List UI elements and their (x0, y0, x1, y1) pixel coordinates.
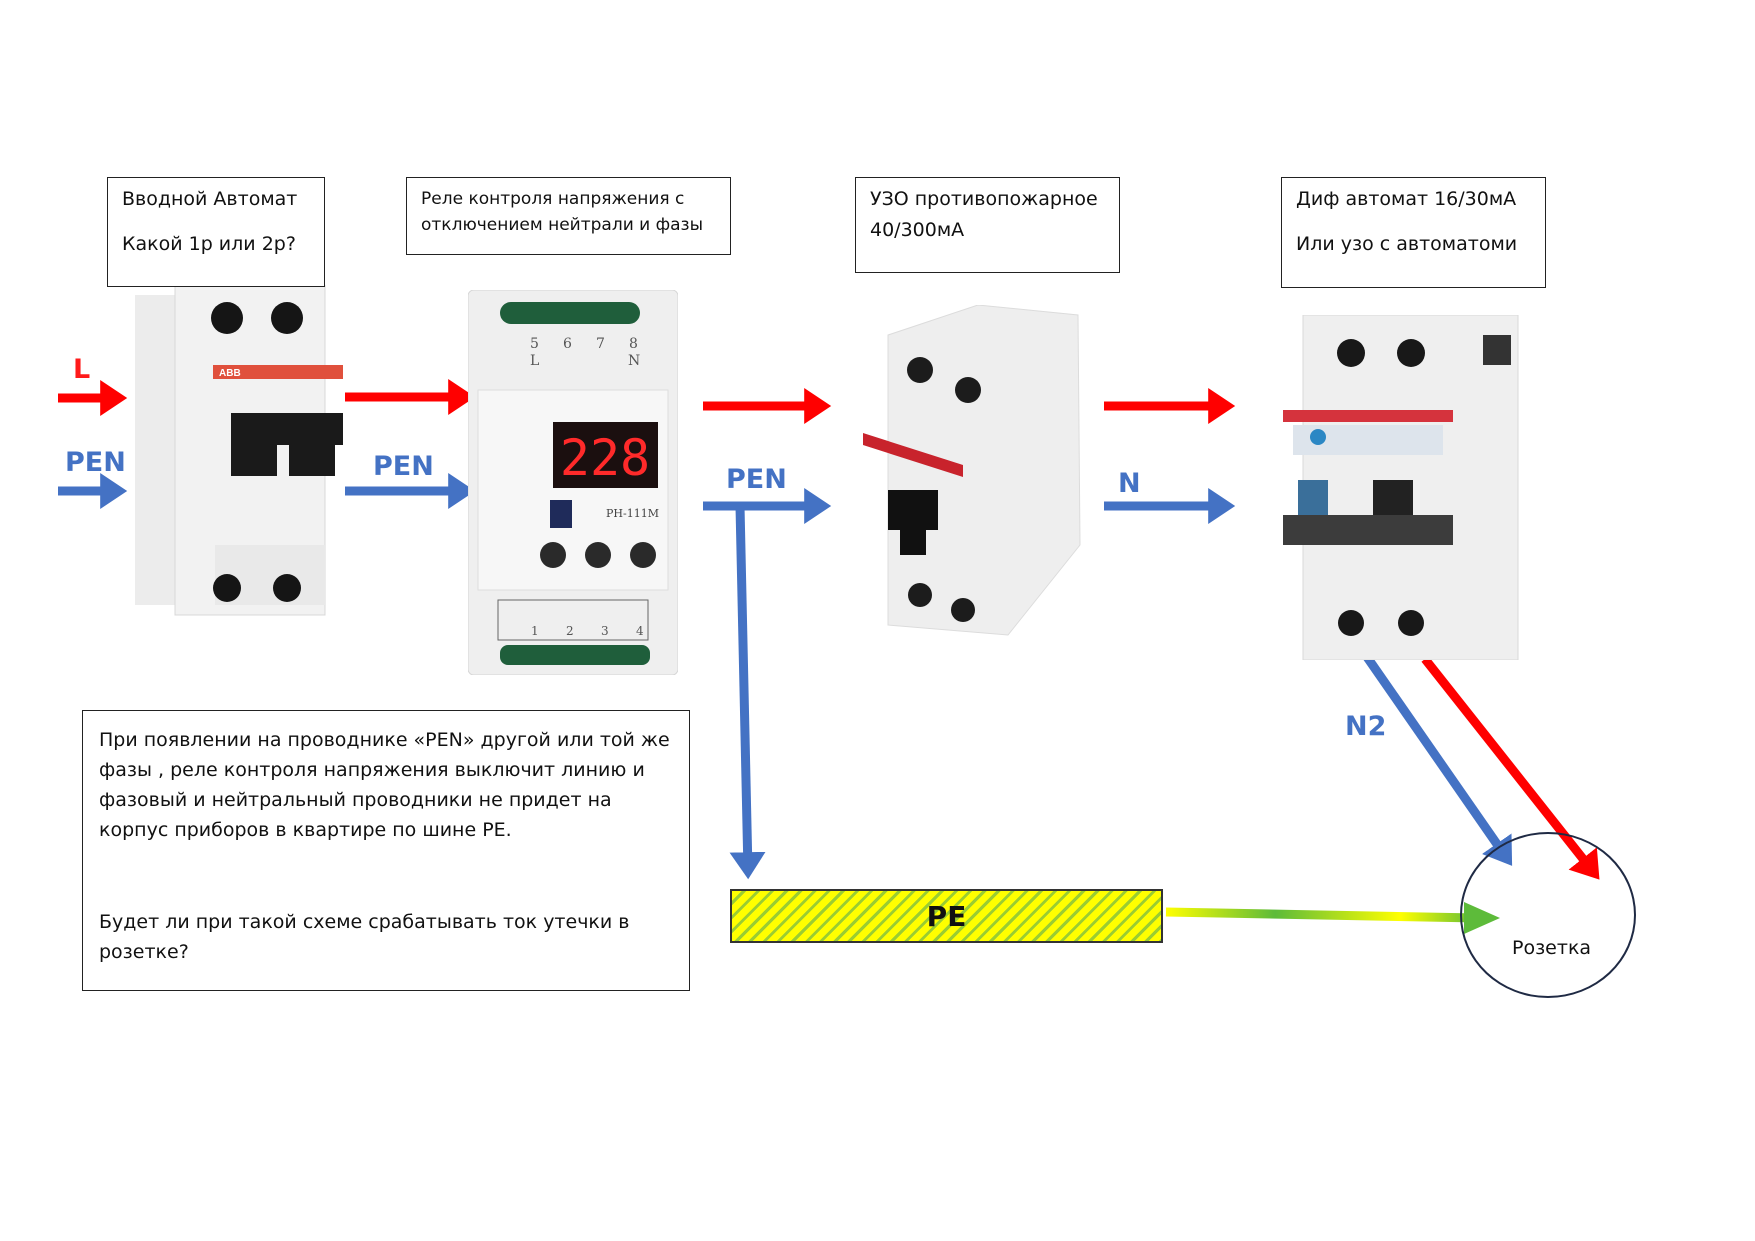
input-breaker-device: ABB (135, 284, 345, 625)
pe-bus-bar: PE (730, 889, 1163, 943)
rcd-illustration (863, 304, 1081, 636)
wire-n2-to-socket (1363, 654, 1513, 866)
voltage-relay-device: 5 6 7 8 L N 228 РН-111М 1 2 3 4 (467, 289, 679, 676)
explanation-note-box: При появлении на проводнике «PEN» другой… (82, 710, 690, 991)
wire-pe-to-socket (1165, 907, 1479, 923)
relay-knob-1[interactable] (540, 542, 566, 568)
rcd-fire-rating: 40/300мА (870, 219, 965, 241)
relay-terminal-6: 6 (563, 336, 572, 352)
rcd-fire-device (858, 304, 1088, 640)
relay-illustration: 5 6 7 8 L N 228 РН-111М 1 2 3 4 (467, 289, 679, 676)
voltage-relay-title-line1: Реле контроля напряжения с (421, 189, 685, 209)
rcd-fire-title: УЗО противопожарное (870, 188, 1098, 210)
relay-terminal-l: L (530, 353, 539, 369)
label-pen-input: PEN (65, 447, 126, 478)
relay-terminal-5: 5 (530, 336, 539, 352)
relay-model-label: РН-111М (606, 507, 659, 520)
socket-label: Розетка (1512, 937, 1592, 959)
label-n2: N2 (1345, 711, 1387, 742)
relay-bottom-terminal-4: 4 (636, 624, 644, 638)
rcbo-label-box: Диф автомат 16/30мА Или узо с автоматоми (1281, 177, 1546, 288)
rcbo-device (1283, 314, 1533, 661)
relay-bottom-terminal-2: 2 (566, 624, 574, 638)
relay-terminal-7: 7 (596, 336, 605, 352)
rcbo-illustration (1283, 314, 1519, 661)
relay-knob-2[interactable] (585, 542, 611, 568)
label-n-after-rcd: N (1118, 468, 1141, 499)
rcd-fire-label-box: УЗО противопожарное 40/300мА (855, 177, 1120, 273)
label-pen-after-relay: PEN (726, 464, 787, 495)
relay-bottom-terminal-1: 1 (531, 624, 539, 638)
relay-terminal-8: 8 (629, 336, 638, 352)
voltage-relay-title-line2: отключением нейтрали и фазы (421, 215, 704, 235)
socket-circle (1460, 832, 1636, 998)
note-paragraph-1: При появлении на проводнике «PEN» другой… (99, 729, 670, 841)
label-pen-after-breaker: PEN (373, 451, 434, 482)
input-breaker-label-box: Вводной Автомат Какой 1р или 2р? (107, 177, 325, 287)
breaker-illustration: ABB (135, 284, 343, 616)
rcbo-title: Диф автомат 16/30мА (1296, 188, 1517, 210)
relay-bottom-terminal-3: 3 (601, 624, 609, 638)
relay-knob-3[interactable] (630, 542, 656, 568)
input-breaker-question: Какой 1р или 2р? (122, 233, 296, 255)
relay-display-reading: 228 (560, 429, 650, 487)
pe-bus-label: PE (926, 899, 967, 933)
voltage-relay-label-box: Реле контроля напряжения с отключением н… (406, 177, 731, 255)
wire-pen-to-pe-bus (729, 505, 766, 880)
label-l-input: L (73, 354, 91, 385)
breaker-brand: ABB (219, 368, 241, 379)
note-question: Будет ли при такой схеме срабатывать ток… (99, 911, 630, 963)
rcbo-alternative: Или узо с автоматоми (1296, 233, 1518, 255)
input-breaker-title: Вводной Автомат (122, 188, 298, 210)
relay-terminal-n: N (628, 353, 640, 369)
